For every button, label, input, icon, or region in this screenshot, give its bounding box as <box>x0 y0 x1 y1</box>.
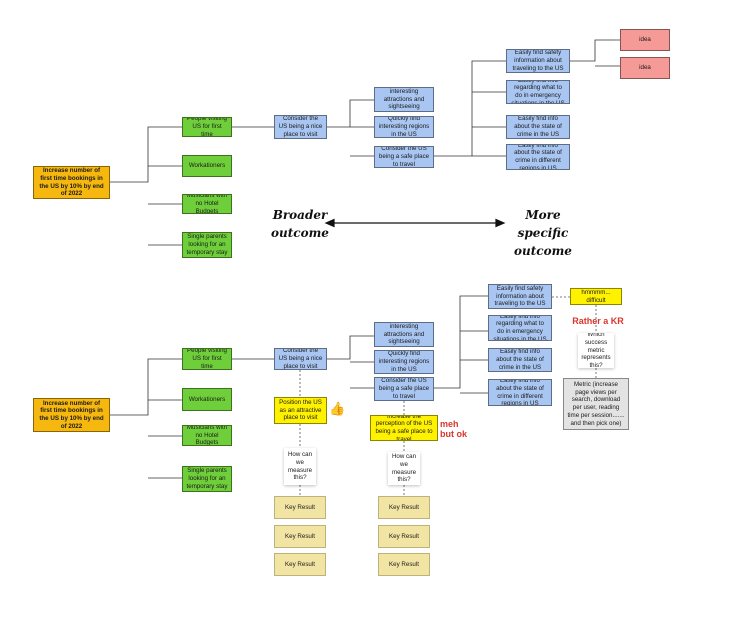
sub-outcome-attractions-bottom: Easily find interesting attractions and … <box>374 322 434 347</box>
more-specific-outcome-label: More specific outcome <box>514 208 572 258</box>
key-result-1-1: Key Result <box>274 496 326 519</box>
segment-musicians-bottom: Musicians with no Hotel Budgets <box>182 425 232 446</box>
goal-box-top: Increase number of first time bookings i… <box>33 166 110 199</box>
meh-but-ok-comment: meh but ok <box>440 419 467 439</box>
difficult-note: hmmmm... difficult <box>570 288 622 305</box>
segment-musicians-top: Musicians with no Hotel Budgets <box>182 194 232 214</box>
broader-outcome-label: Broader outcome <box>271 208 329 240</box>
objective-safe-perception: Increase the perception of the US being … <box>370 415 438 441</box>
idea-box-1: idea <box>620 29 670 51</box>
segment-single-parents-top: Single parents looking for an temporary … <box>182 232 232 258</box>
detail-emergency-info-bottom: Easily find info regarding what to do in… <box>488 315 552 341</box>
segment-first-time-visitors-top: People visiting US for first time <box>182 117 232 137</box>
segment-workationers-top: Workationers <box>182 155 232 177</box>
detail-crime-regions-bottom: Easily find info about the state of crim… <box>488 379 552 406</box>
metric-question: Which success metric represents this? <box>578 333 614 368</box>
key-result-1-2: Key Result <box>274 525 326 548</box>
key-result-1-3: Key Result <box>274 553 326 576</box>
detail-emergency-info-top: Easily find info regarding what to do in… <box>506 80 570 104</box>
detail-safety-info-top: Easily find safety information about tra… <box>506 49 570 73</box>
objective-attractive-place: Position the US as an attractive place t… <box>274 397 327 424</box>
detail-crime-regions-top: Easily find info about the state of crim… <box>506 144 570 170</box>
goal-box-bottom: Increase number of first time bookings i… <box>33 398 110 432</box>
thumbs-up-icon: 👍 <box>329 401 346 416</box>
segment-single-parents-bottom: Single parents looking for an temporary … <box>182 466 232 492</box>
detail-crime-us-top: Easily find info about the state of crim… <box>506 115 570 139</box>
measure-question-1: How can we measure this? <box>284 448 316 485</box>
idea-box-2: idea <box>620 57 670 79</box>
key-result-2-2: Key Result <box>378 525 430 548</box>
outcome-nice-place-bottom: Consider the US being a nice place to vi… <box>274 348 327 370</box>
key-result-2-3: Key Result <box>378 553 430 576</box>
sub-outcome-attractions-top: Easily find interesting attractions and … <box>374 87 434 112</box>
rather-a-kr-note: Rather a KR <box>572 316 624 326</box>
metric-box: Metric (increase page views per search, … <box>563 378 629 430</box>
key-result-2-1: Key Result <box>378 496 430 519</box>
segment-workationers-bottom: Workationers <box>182 388 232 411</box>
measure-question-2: How can we measure this? <box>388 452 420 485</box>
sub-outcome-regions-top: Quickly find interesting regions in the … <box>374 116 434 138</box>
detail-crime-us-bottom: Easily find info about the state of crim… <box>488 348 552 372</box>
outcome-nice-place-top: Consider the US being a nice place to vi… <box>274 115 327 139</box>
sub-outcome-safe-place-bottom: Consider the US being a safe place to tr… <box>374 377 434 401</box>
sub-outcome-regions-bottom: Quickly find interesting regions in the … <box>374 350 434 374</box>
segment-first-time-visitors-bottom: People visiting US for first time <box>182 348 232 370</box>
double-arrow-icon <box>324 218 506 228</box>
detail-safety-info-bottom: Easily find safety information about tra… <box>488 284 552 309</box>
sub-outcome-safe-place-top: Consider the US being a safe place to tr… <box>374 146 434 168</box>
